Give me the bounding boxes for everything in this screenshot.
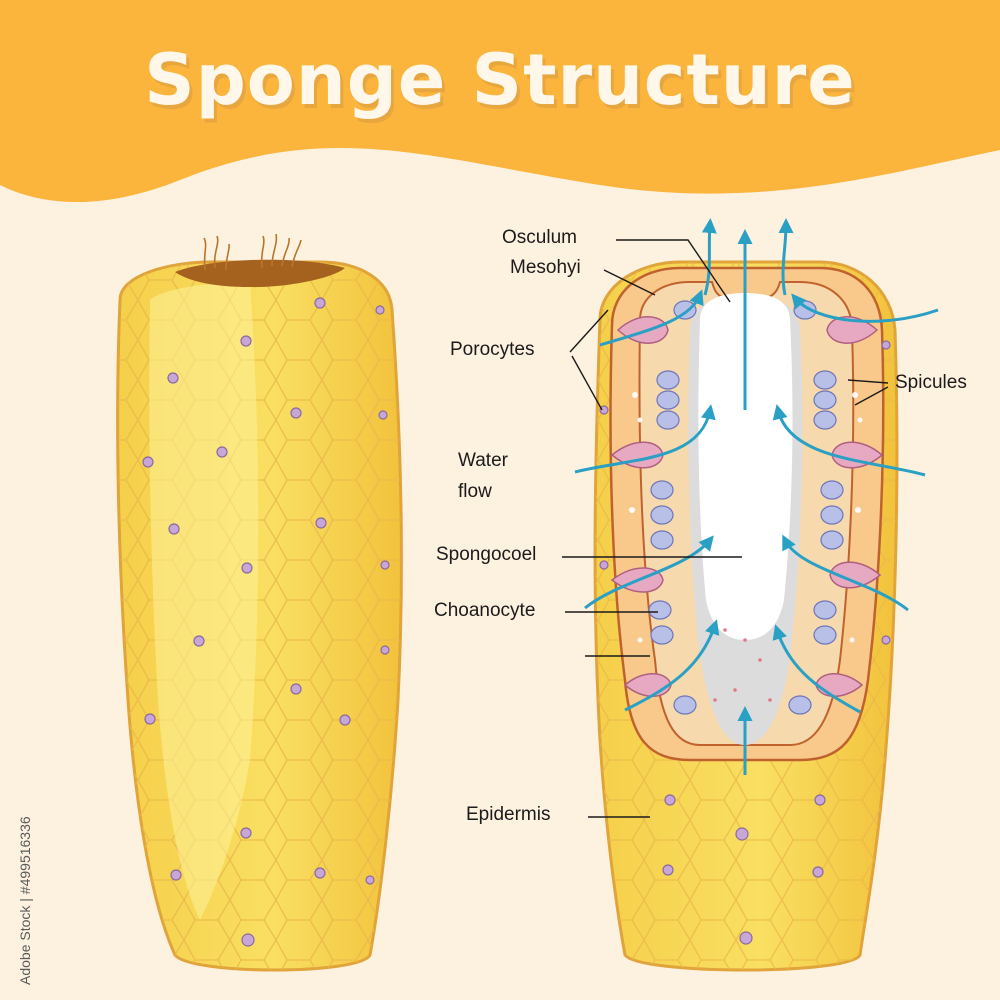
label-osculum: Osculum xyxy=(502,227,577,248)
sponge-cross-section xyxy=(574,218,939,972)
page-title: Sponge Structure xyxy=(144,39,855,121)
epidermis-pores xyxy=(599,340,891,945)
ostia-pores xyxy=(142,297,390,947)
label-choanocyte: Choanocyte xyxy=(434,600,535,621)
water-flow-arrows xyxy=(574,218,939,775)
label-water-flow-2: flow xyxy=(458,481,492,502)
leader-lines xyxy=(562,239,889,818)
label-water-flow-1: Water xyxy=(458,450,509,471)
page-title-shadow: Sponge Structure xyxy=(147,43,858,125)
top-cilia xyxy=(203,233,302,271)
stock-watermark: Adobe Stock | #499516336 xyxy=(17,816,33,985)
label-spongocoel: Spongocoel xyxy=(436,544,536,565)
choanocyte-cells xyxy=(648,300,844,715)
header-banner xyxy=(0,0,1000,203)
label-porocytes: Porocytes xyxy=(450,339,534,360)
spicule-particles xyxy=(629,392,863,643)
sponge-external-view xyxy=(116,233,403,972)
label-epidermis: Epidermis xyxy=(466,804,550,825)
label-spicules: Spicules xyxy=(895,372,967,393)
particles xyxy=(713,628,772,702)
label-mesohyl: Mesohyi xyxy=(510,257,581,278)
